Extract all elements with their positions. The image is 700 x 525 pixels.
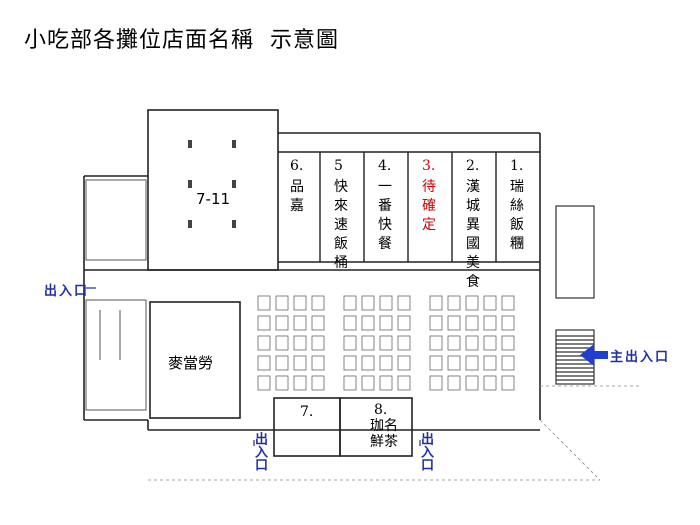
seating-tables [257,295,515,391]
stall-dividers [278,151,540,263]
stall-name-1: 瑞絲飯糰 [510,179,524,252]
stall-number-3: 3. [422,158,436,174]
room-label-shop8-name: 珈名鮮茶 [370,418,398,450]
stall-number-5: 5 [334,158,343,174]
stall-name-2: 漢城異國美食 [466,179,480,290]
stall-name-3: 待確定 [422,179,436,233]
page-title: 小吃部各攤位店面名稱 示意圖 [24,28,339,53]
stall-name-5: 快來速飯桶 [334,179,348,271]
shop8-room [339,397,413,457]
stall-name-4: 一番快餐 [378,179,392,252]
stall-name-6: 品嘉 [290,179,304,214]
building-walls [83,109,541,431]
stall-number-1: 1. [510,158,524,174]
outdoor-area [148,385,640,481]
stall-number-2: 2. [466,158,480,174]
exit-label-bottom-right: 出入口 [418,432,433,471]
exit-label-bottom-left: 出入口 [252,432,267,471]
exit-label-left: 出入口 [44,284,90,299]
room-label-shop8-number: 8. [374,402,388,418]
main-entrance-arrow [580,344,608,366]
restroom-block [85,179,147,411]
stall-number-6: 6. [290,158,304,174]
stall-number-4: 4. [378,158,392,174]
mcdonalds-room [149,301,241,419]
room-label-shop7: 7. [300,404,314,420]
seven-eleven-columns [188,140,236,228]
room-label-seven-eleven: 7-11 [196,190,231,208]
exit-markers [86,287,421,446]
exit-label-main: 主出入口 [610,350,671,365]
room-label-mcdonalds: 麥當勞 [168,354,214,372]
